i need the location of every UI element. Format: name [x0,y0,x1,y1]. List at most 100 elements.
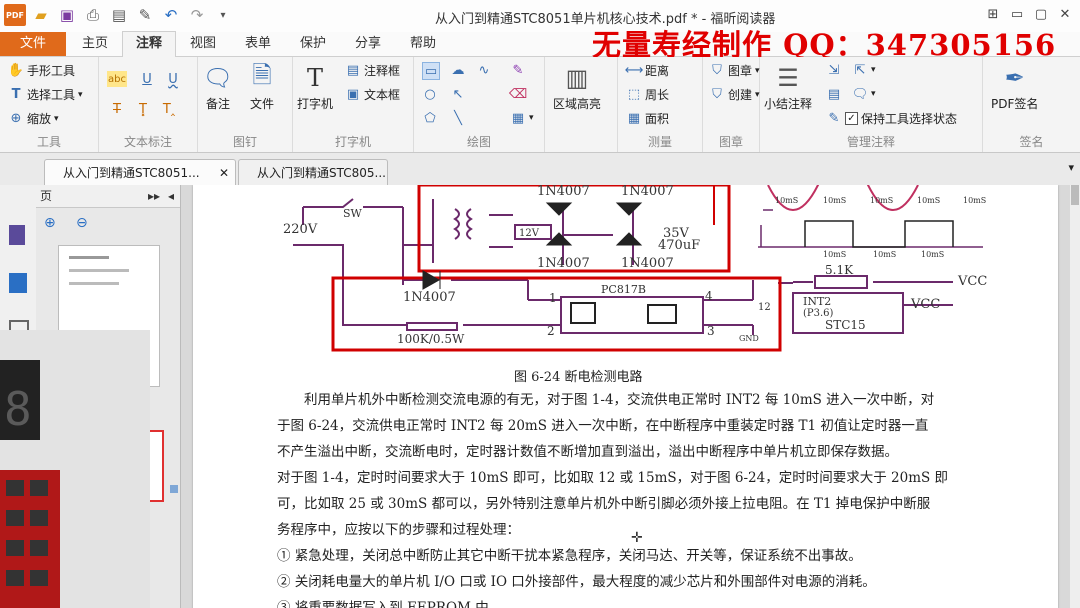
distance-button[interactable]: ⟷距离 [624,63,670,78]
comment-list-icon: ▤ [827,86,841,102]
int-pin-label: (P3.6) [803,308,834,319]
polygon-tool-button[interactable]: ⬠ [422,110,438,126]
line-tool-button[interactable]: ╲ [450,110,466,126]
export-comments-button[interactable]: ⇱▾ [852,62,876,78]
open-folder-icon[interactable]: ▰ [35,6,47,24]
document-view[interactable]: 1N4007 1N4007 1N4007 1N4007 1N4007 SW 22… [181,185,1070,608]
customize-dropdown-icon[interactable]: ▾ [220,9,226,21]
pin-label: 1 [549,291,557,305]
group-measure: ⟷距离 ⬚周长 ▦面积 测量 [618,57,703,152]
thumbnail-zoom-in-icon[interactable]: ⊕ [44,215,56,231]
cap-voltage-label: 35V [663,226,690,241]
highlight-icon: abc [107,71,127,87]
summarize-comments-button[interactable]: ☰小结注释 [764,61,812,112]
close-icon[interactable]: ✕ [218,166,229,180]
vertical-scroll-thumb[interactable] [1071,185,1079,205]
strikeout-button[interactable]: T [109,101,125,117]
menu-help[interactable]: 帮助 [409,36,436,51]
hand-tool-button[interactable]: ✋手形工具 [7,63,76,78]
comment-popup-button[interactable]: 🗨▾ [852,86,876,102]
pdf-sign-button[interactable]: ✒PDF签名 [991,61,1038,112]
eraser-tool-button[interactable]: ⌫ [509,86,527,102]
group-label-pin: 图钉 [232,135,257,149]
minimize-icon[interactable]: ▭ [1010,6,1024,22]
print-icon[interactable]: ⎙ [86,6,99,24]
menu-view[interactable]: 视图 [189,36,216,51]
cap-value-label: 470uF [658,238,700,253]
arrow-icon: ↖ [452,86,464,102]
document-tab-active[interactable]: 从入门到精通STC8051...✕ [44,159,236,185]
highlight-text-button[interactable]: abc [107,71,127,87]
oval-tool-button[interactable]: ○ [422,86,438,102]
menu-file[interactable]: 文件 [0,32,66,56]
dev-board-photo: 8 [0,330,150,608]
maximize-icon[interactable]: ▢ [1034,6,1048,22]
comment-popup-icon: 🗨 [851,86,869,102]
page-thumbnail-nav-icon[interactable] [9,225,25,245]
menu-protect[interactable]: 保护 [299,36,326,51]
callout-button[interactable]: ▤注释框 [346,63,401,78]
group-label-text-markup: 文本标注 [123,135,172,149]
layers-nav-icon[interactable] [9,273,27,293]
save-icon[interactable]: ▣ [59,6,75,24]
vertical-scrollbar[interactable] [1070,185,1080,608]
collapse-panel-icon[interactable]: ◂ [167,189,174,203]
more-drawing-button[interactable]: ▦▾ [510,110,534,126]
textbox-button[interactable]: ▣文本框 [346,87,401,102]
thumbnail-zoom-out-icon[interactable]: ⊖ [76,215,88,231]
arrow-tool-button[interactable]: ↖ [450,86,466,102]
redo-icon[interactable]: ↷ [190,6,204,24]
close-icon[interactable]: ✕ [1059,6,1071,22]
import-comments-button[interactable]: ⇲ [826,62,842,78]
file-attach-button[interactable]: 🗎文件 [246,61,278,112]
new-doc-icon[interactable]: ✎ [138,6,152,24]
expand-panel-icon[interactable]: ▸▸ [147,189,160,203]
cloud-tool-button[interactable]: ☁ [450,62,466,78]
menu-home[interactable]: 主页 [81,36,108,51]
stamp-icon: ⛉ [712,63,722,78]
stamp-button[interactable]: ⛉图章▾ [709,62,759,79]
rectangle-tool-button[interactable]: ▭ [422,62,440,80]
optocoupler-label: PC817B [601,283,646,296]
underline-button[interactable]: U [139,71,155,87]
insert-text-button[interactable]: T‸ [161,101,177,117]
perimeter-button[interactable]: ⬚周长 [627,87,670,102]
perimeter-icon: ⬚ [627,87,641,102]
diode-label: 1N4007 [537,256,590,271]
distance-icon: ⟷ [624,63,644,78]
properties-icon[interactable]: ▤ [111,6,127,24]
text-cursor-icon: T [11,87,21,102]
pin-label: 3 [707,324,715,338]
squiggly-button[interactable]: U [165,71,181,87]
replace-text-button[interactable]: T͓ [135,101,151,117]
menu-share[interactable]: 分享 [354,36,381,51]
pencil-tool-button[interactable]: ∿ [476,62,492,78]
vcc-label: VCC [957,274,987,289]
document-tab[interactable]: 从入门到精通STC805... [238,159,388,185]
pin-label: 2 [547,324,555,338]
create-stamp-button[interactable]: ⛉创建▾ [709,86,759,103]
circuit-diagram: 1N4007 1N4007 1N4007 1N4007 1N4007 SW 22… [283,185,987,352]
polygon-icon: ⬠ [424,110,436,126]
area-button[interactable]: ▦面积 [627,111,670,126]
note-button[interactable]: 🗨备注 [202,61,234,112]
app-logo-icon[interactable]: PDF [4,4,26,26]
area-highlight-button[interactable]: ▥区域高亮 [553,61,601,112]
zoom-button[interactable]: ⊕缩放▾ [8,110,59,127]
comment-list-button[interactable]: ▤ [826,86,842,102]
shapes-icon: ▦ [511,110,525,126]
keep-tool-checkbox-group[interactable]: ✎ ✓ 保持工具选择状态 [826,110,957,127]
tab-list-dropdown-icon[interactable]: ▾ [1068,161,1074,174]
pen-tool-button[interactable]: ✎ [510,62,526,78]
menu-annotate[interactable]: 注释 [122,31,176,57]
transformer-label: 12V [519,228,540,239]
menu-form[interactable]: 表单 [244,36,271,51]
undo-icon[interactable]: ↶ [164,6,178,24]
restore-ribbon-icon[interactable]: ⊞ [987,6,999,22]
panel-scroll-thumb[interactable] [170,485,178,493]
hand-icon: ✋ [7,63,25,78]
keep-tool-checkbox[interactable]: ✓ [845,112,858,125]
chip-label: STC15 [825,318,866,332]
